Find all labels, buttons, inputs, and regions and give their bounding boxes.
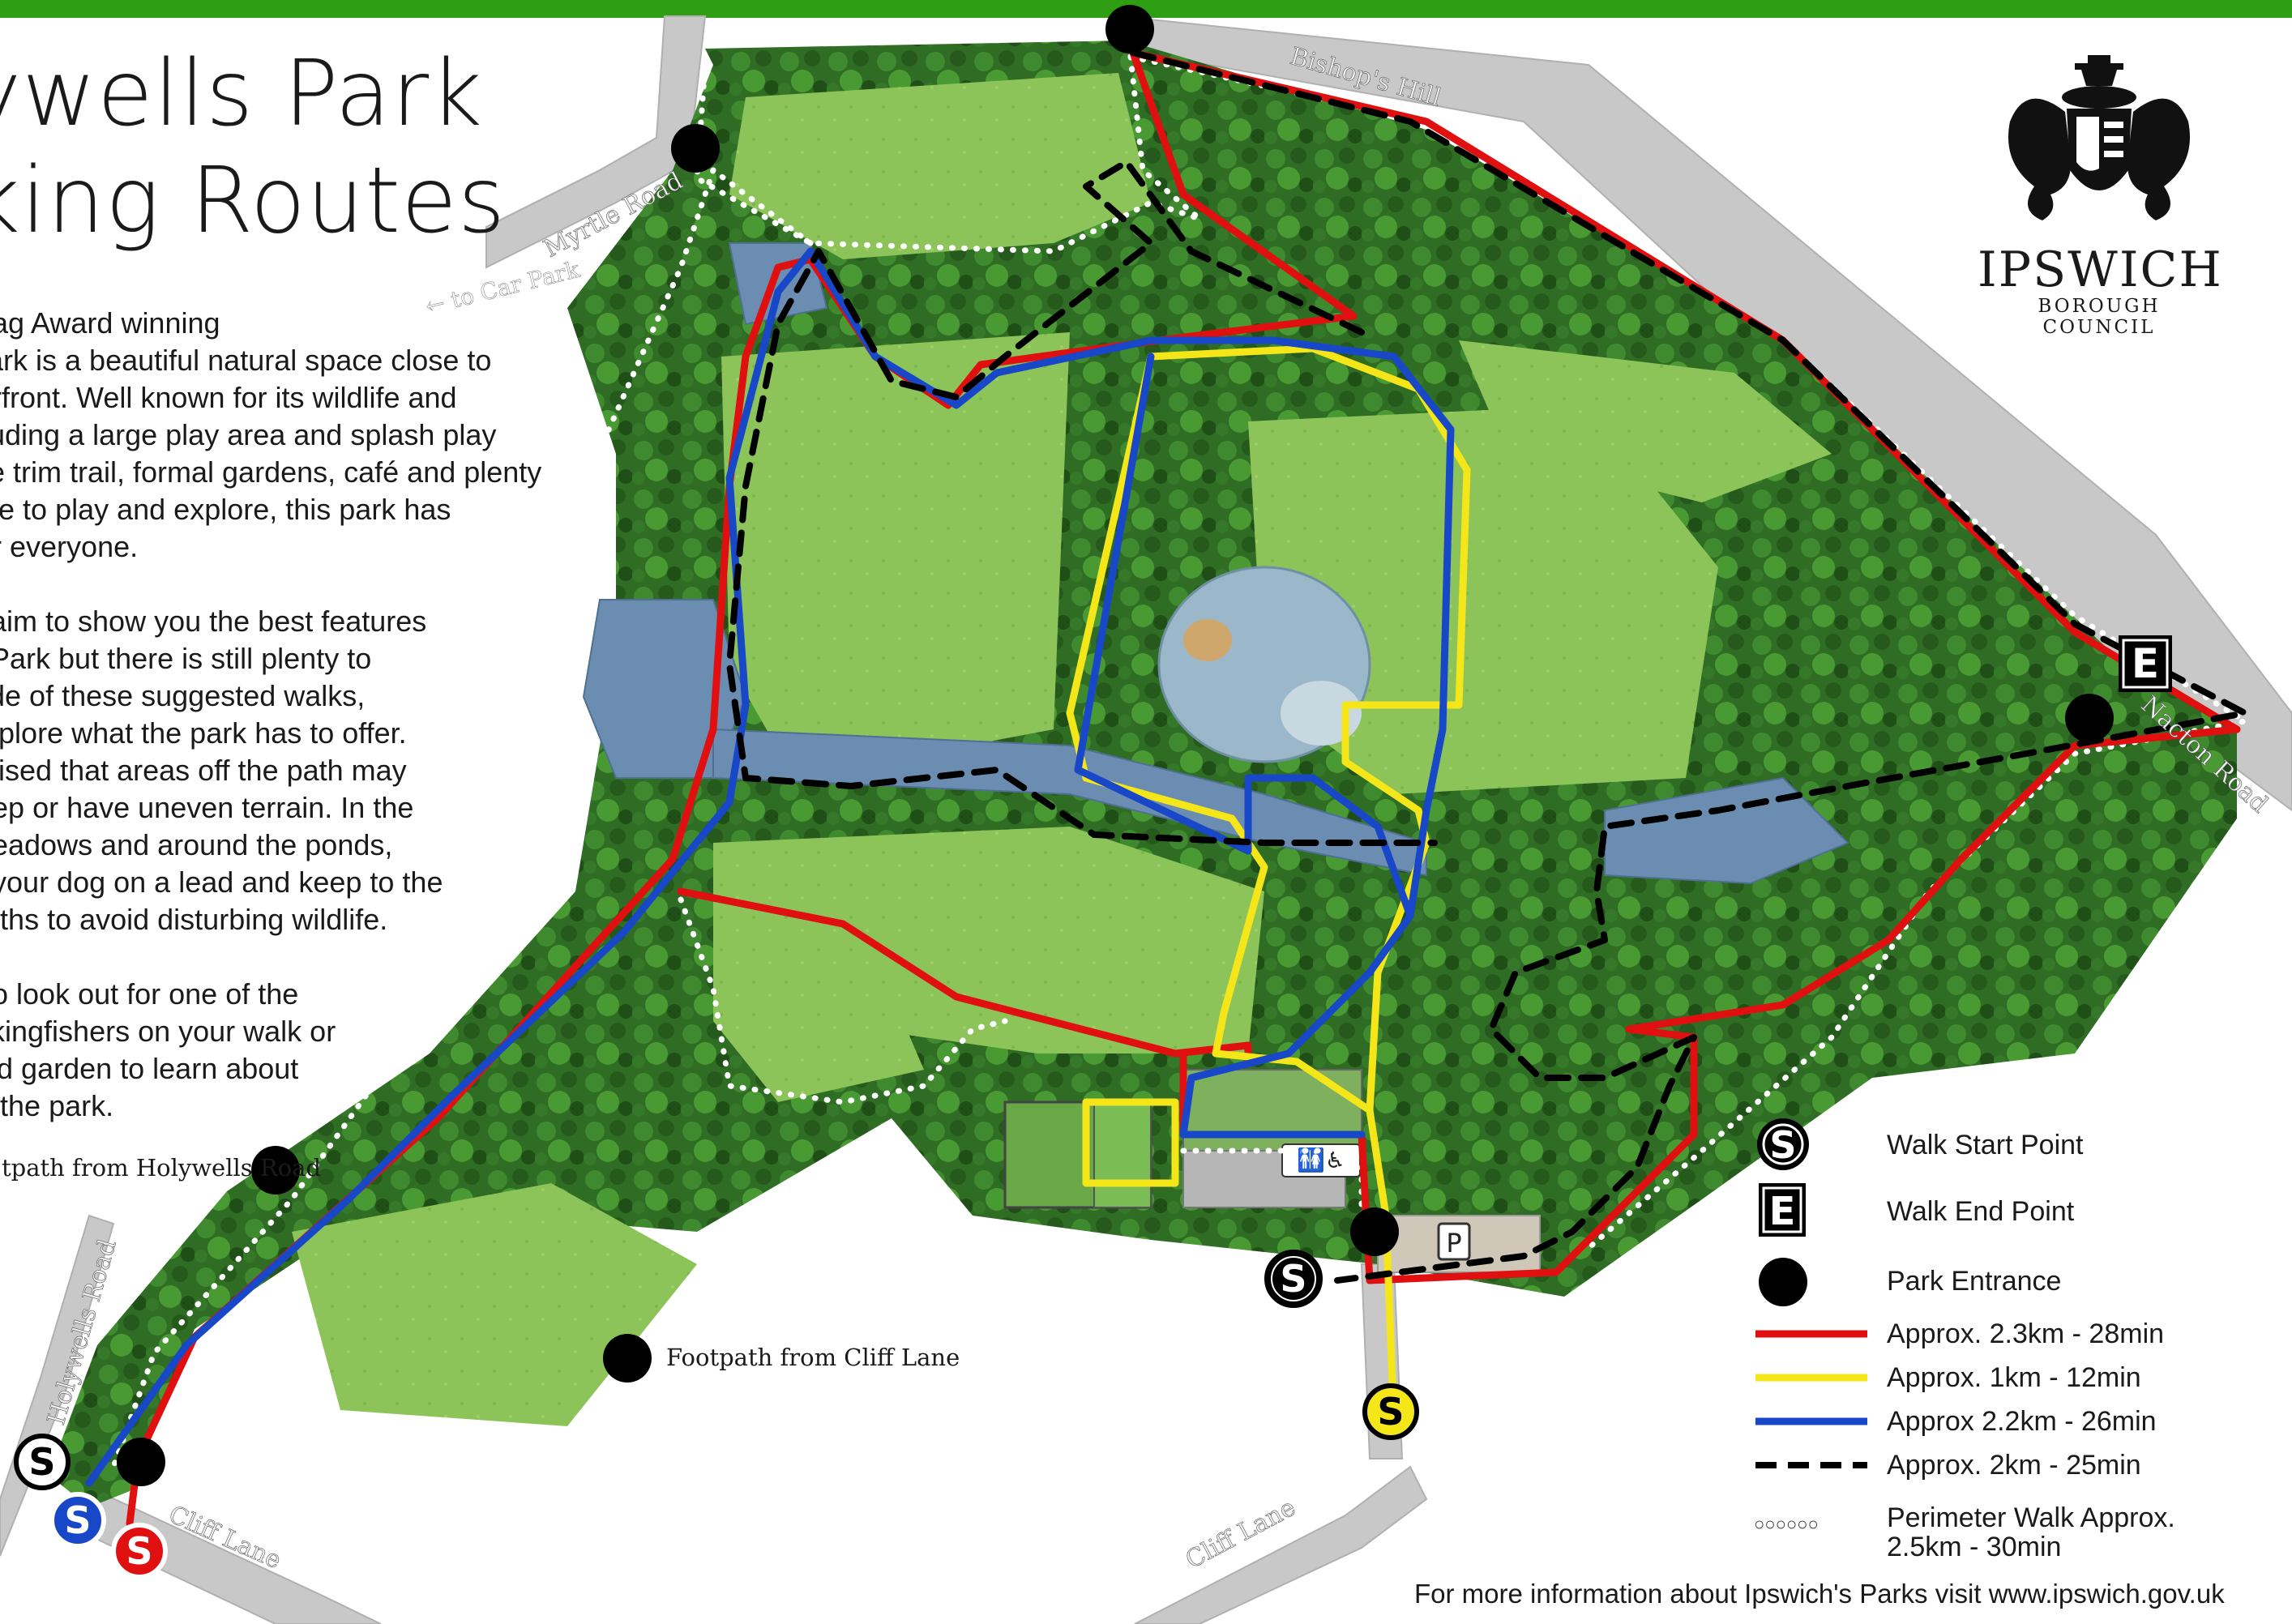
road-myrtle <box>485 15 707 269</box>
legend-start-symbol: S <box>1757 1118 1809 1170</box>
legend-black-text: Approx. 2km - 25min <box>1887 1450 2141 1481</box>
legend-start-text: Walk Start Point <box>1887 1130 2084 1160</box>
parking-label: P <box>1446 1228 1461 1259</box>
start-marker-red-label: S <box>126 1529 152 1573</box>
title-line-1: ywells Park <box>0 41 484 147</box>
footpath-cliff-label: Footpath from Cliff Lane <box>666 1344 960 1371</box>
legend-entrance-symbol <box>1759 1258 1807 1306</box>
start-marker-blue-label: S <box>64 1498 91 1542</box>
entrance-bishops-hill[interactable] <box>1105 5 1154 53</box>
council-name: IPSWICH <box>1978 241 2223 298</box>
legend-yellow-text: Approx. 1km - 12min <box>1887 1362 2141 1393</box>
footer-info: For more information about Ipswich's Par… <box>1414 1579 2225 1609</box>
start-marker-yellow-route[interactable]: S <box>1362 1383 1419 1440</box>
intro-text: Flag Award winning Park is a beautiful n… <box>0 305 608 1162</box>
play-area <box>1157 566 1371 763</box>
entrance-holywells[interactable] <box>251 1146 300 1194</box>
page-title: ywells Park king Routes <box>0 41 506 254</box>
start-marker-white-route[interactable]: S <box>14 1434 71 1490</box>
council-subtitle: BOROUGH COUNCIL <box>2038 296 2161 338</box>
end-marker[interactable]: E <box>2119 635 2172 692</box>
road-cliff-lane-right <box>1134 1465 1428 1624</box>
intro-paragraph-1: Flag Award winning Park is a beautiful n… <box>0 306 542 563</box>
blue-route[interactable] <box>85 247 1455 1487</box>
start-marker-yellow-label: S <box>1377 1390 1404 1434</box>
footpath-holywells-label: tpath from Holywells Road <box>2 1154 322 1182</box>
council-logo: IPSWICH BOROUGH COUNCIL <box>1978 49 2221 338</box>
entrance-nacton-road[interactable] <box>2065 694 2114 742</box>
park-entrances <box>117 5 2114 1486</box>
legend-red-text: Approx. 2.3km - 28min <box>1887 1318 2165 1349</box>
legend-symbols: S E <box>1755 1118 1867 1468</box>
start-marker-blue-route[interactable]: S <box>49 1492 106 1549</box>
start-markers: S S S S S <box>14 1250 1419 1579</box>
entrance-cliff-lane[interactable] <box>117 1438 165 1486</box>
pond-east <box>1604 776 1849 885</box>
intro-paragraph-2: s aim to show you the best features s Pa… <box>0 605 443 936</box>
start-marker-red-route[interactable]: S <box>111 1523 168 1579</box>
title-line-2: king Routes <box>0 148 507 254</box>
intro-paragraph-3: t to look out for one of the y kingfishe… <box>0 977 336 1122</box>
legend-perimeter-symbol: ○○○○○○ <box>1754 1514 1819 1534</box>
council-crest-icon <box>2008 55 2190 220</box>
legend-blue-text: Approx 2.2km - 26min <box>1887 1406 2157 1437</box>
legend-entrance-text: Park Entrance <box>1887 1266 2062 1297</box>
start-marker-black-label: S <box>1280 1257 1306 1301</box>
svg-text:E: E <box>1769 1189 1796 1234</box>
legend-perimeter-text-1: Perimeter Walk Approx. <box>1887 1502 2175 1533</box>
formal-gardens: 🚻♿ <box>1003 1069 1362 1209</box>
legend-end-text: Walk End Point <box>1887 1196 2075 1227</box>
end-marker-label: E <box>2132 640 2159 687</box>
entrance-car-park[interactable] <box>1350 1207 1399 1256</box>
start-marker-black-route[interactable]: S <box>1264 1250 1323 1308</box>
entrance-myrtle-road[interactable] <box>671 124 720 173</box>
legend-perimeter-text-2: 2.5km - 30min <box>1887 1532 2062 1562</box>
meadows <box>292 73 1832 1426</box>
entrance-cliff-footpath[interactable] <box>603 1334 652 1383</box>
start-marker-white-label: S <box>28 1440 55 1484</box>
svg-text:S: S <box>1769 1123 1796 1167</box>
top-bar <box>0 0 2292 18</box>
map-legend: S E ○○○○○○ Walk Start Point Walk End Poi… <box>1743 1086 2292 1572</box>
legend-end-symbol: E <box>1759 1183 1806 1237</box>
